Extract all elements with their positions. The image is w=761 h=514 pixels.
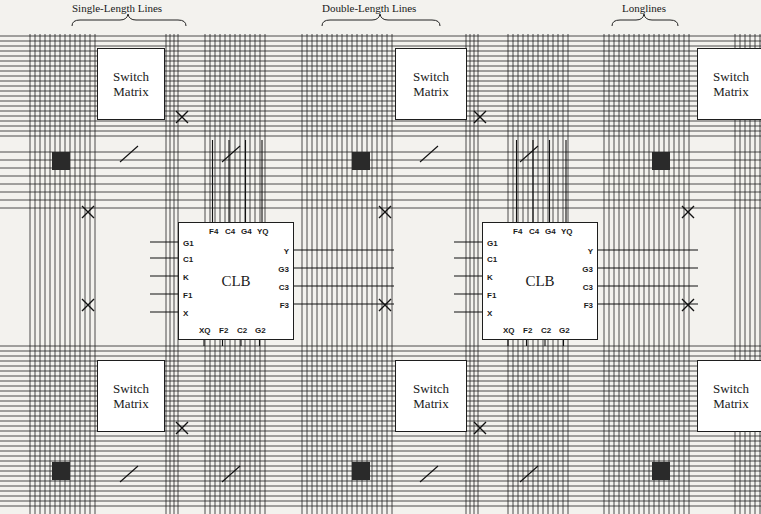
pin-name: C3 <box>279 283 289 292</box>
diagonal-link <box>222 466 240 482</box>
pin-name: G3 <box>582 265 593 274</box>
switch-matrix: Switch Matrix <box>697 48 761 120</box>
diagonal-link <box>520 466 538 482</box>
pin-name: G3 <box>278 265 289 274</box>
line-type-label: Longlines <box>620 2 668 14</box>
pin-name: F2 <box>219 326 228 335</box>
line-type-label: Single-Length Lines <box>70 2 164 14</box>
pin-name: G2 <box>559 326 570 335</box>
dense-crosspoint <box>652 152 670 170</box>
pin-name: C4 <box>225 227 235 236</box>
pin-name: C3 <box>583 283 593 292</box>
block-name: CLB <box>221 273 250 290</box>
box-label: Switch Matrix <box>702 69 760 99</box>
text-wrap: Switch Matrix <box>698 69 761 99</box>
pin-wires <box>150 140 698 346</box>
box-label: Switch Matrix <box>400 69 462 99</box>
dense-crosspoint <box>352 462 370 480</box>
text-wrap: Switch Matrix <box>98 381 164 411</box>
block-name: CLB <box>525 273 554 290</box>
x-mark <box>379 206 391 218</box>
pin-name: XQ <box>199 326 211 335</box>
x-mark <box>474 422 486 434</box>
switch-matrix: Switch Matrix <box>97 360 165 432</box>
box-label: Switch Matrix <box>702 381 760 411</box>
switch-matrix: Switch Matrix <box>395 48 467 120</box>
x-mark <box>176 422 188 434</box>
pin-name: X <box>183 309 188 318</box>
switch-matrix: Switch Matrix <box>697 360 761 432</box>
pin-name: F3 <box>280 301 289 310</box>
line-type-label: Double-Length Lines <box>320 2 418 14</box>
box-label: Switch Matrix <box>400 381 462 411</box>
pin-name: X <box>487 309 492 318</box>
clb-block: CLB F4 C4 G4 YQ G1C1K F1X Y G3C3F3XQ F2 C2 G2 <box>178 222 294 340</box>
pin-name: F4 <box>209 227 218 236</box>
pin-name: G1 <box>487 239 498 248</box>
box-label: Switch Matrix <box>102 69 160 99</box>
pin-name: C1 <box>487 255 497 264</box>
pin-name: Y <box>284 247 289 256</box>
pip-marks <box>52 111 694 482</box>
pin-name: F1 <box>487 291 496 300</box>
pin-name: F2 <box>523 326 532 335</box>
diagonal-link <box>120 146 138 162</box>
pin-name: K <box>183 273 189 282</box>
pin-name: C2 <box>237 326 247 335</box>
pin-name: K <box>487 273 493 282</box>
pin-name: G4 <box>241 227 252 236</box>
bracket <box>72 14 678 26</box>
pin-name: F1 <box>183 291 192 300</box>
clb-block: CLB F4 C4 G4 YQ G1C1K F1X Y G3C3F3XQ F2 C2 G2 <box>482 222 598 340</box>
x-mark <box>176 111 188 123</box>
x-mark <box>682 206 694 218</box>
dense-crosspoint <box>52 152 70 170</box>
pin-name: YQ <box>561 227 573 236</box>
text-wrap: Switch Matrix <box>396 381 466 411</box>
x-mark <box>82 299 94 311</box>
pin-name: Y <box>588 247 593 256</box>
diagonal-link <box>520 146 538 162</box>
pin-name: C2 <box>541 326 551 335</box>
pin-name: F3 <box>584 301 593 310</box>
diagonal-link <box>420 146 438 162</box>
routing-lines <box>0 34 761 514</box>
switch-matrix: Switch Matrix <box>97 48 165 120</box>
diagonal-link <box>120 466 138 482</box>
pin-name: G1 <box>183 239 194 248</box>
switch-matrix: Switch Matrix <box>395 360 467 432</box>
pin-name: F4 <box>513 227 522 236</box>
pin-name: C1 <box>183 255 193 264</box>
diagonal-link <box>420 466 438 482</box>
x-mark <box>82 206 94 218</box>
text-wrap: Switch Matrix <box>396 69 466 99</box>
pin-name: G4 <box>545 227 556 236</box>
pin-name: YQ <box>257 227 269 236</box>
text-wrap: Switch Matrix <box>698 381 761 411</box>
pin-name: C4 <box>529 227 539 236</box>
x-mark <box>379 299 391 311</box>
text-wrap: CLB <box>217 273 254 290</box>
x-mark <box>474 111 486 123</box>
diagonal-link <box>222 146 240 162</box>
box-label: Switch Matrix <box>102 381 160 411</box>
pin-name: XQ <box>503 326 515 335</box>
dense-crosspoint <box>352 152 370 170</box>
dense-crosspoint <box>52 462 70 480</box>
dense-crosspoint <box>652 462 670 480</box>
x-mark <box>682 299 694 311</box>
text-wrap: CLB <box>521 273 558 290</box>
text-wrap: Switch Matrix <box>98 69 164 99</box>
pin-name: G2 <box>255 326 266 335</box>
